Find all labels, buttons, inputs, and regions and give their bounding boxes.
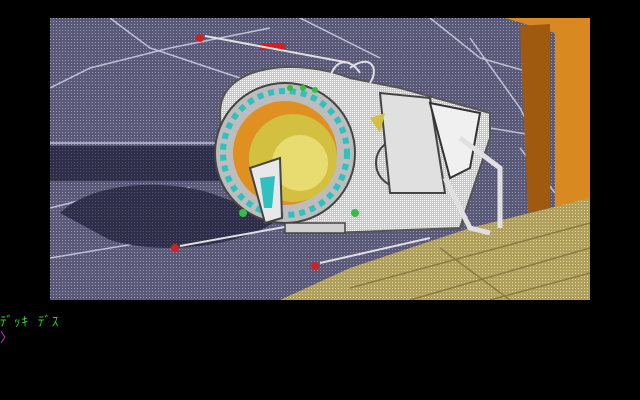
deck-scene (50, 18, 590, 300)
wall-pipes (179, 35, 431, 264)
deck-floor (280, 198, 590, 300)
scene-view (50, 18, 590, 300)
door-inner (520, 24, 550, 213)
escape-pod (214, 60, 503, 236)
dark-panel (50, 146, 220, 181)
red-indicator-lights (171, 34, 319, 270)
command-prompt[interactable]: 〉 (0, 331, 14, 346)
message-text: ﾃﾞｯｷ ﾃﾞｽ (0, 315, 60, 330)
door-frame (505, 18, 590, 218)
floor-plank-lines (349, 222, 590, 300)
shadow-shape (60, 184, 280, 248)
